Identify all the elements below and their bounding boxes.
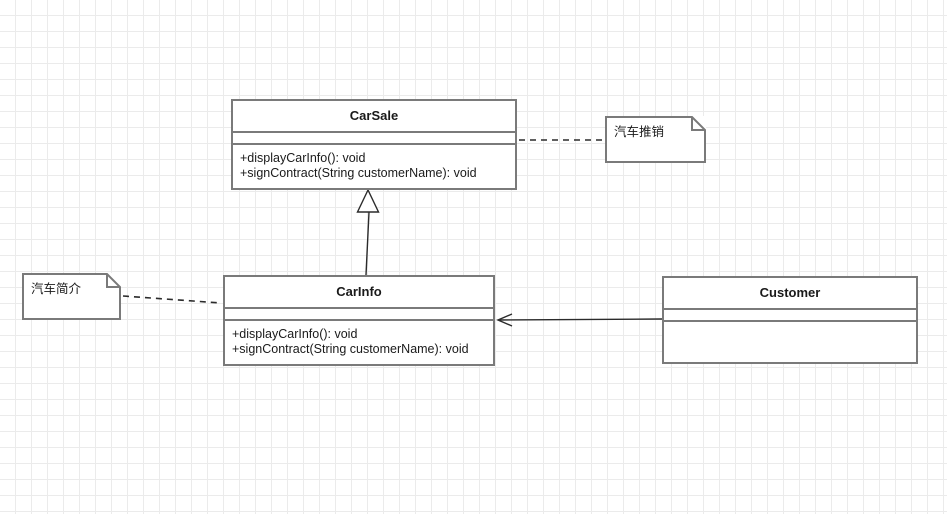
class-name-carsale: CarSale xyxy=(233,101,515,133)
note-text: 汽车简介 xyxy=(31,282,82,296)
uml-class-customer[interactable]: Customer xyxy=(662,276,918,364)
class-operations-customer xyxy=(664,322,916,362)
uml-note-carsale[interactable]: 汽车推销 xyxy=(605,116,706,163)
uml-class-carsale[interactable]: CarSale +displayCarInfo(): void +signCon… xyxy=(231,99,517,190)
operation-item: +displayCarInfo(): void xyxy=(240,151,366,165)
operation-item: +signContract(String customerName): void xyxy=(240,166,477,180)
class-operations-carsale: +displayCarInfo(): void +signContract(St… xyxy=(233,145,515,188)
class-attributes-carinfo xyxy=(225,309,493,321)
note-anchor-carinfo[interactable] xyxy=(122,295,222,304)
class-name-customer: Customer xyxy=(664,278,916,310)
note-text: 汽车推销 xyxy=(614,125,665,139)
association-customer-to-carinfo[interactable] xyxy=(496,313,663,327)
operation-item: +signContract(String customerName): void xyxy=(232,342,469,356)
note-shape-icon xyxy=(605,116,706,163)
class-attributes-carsale xyxy=(233,133,515,145)
class-operations-carinfo: +displayCarInfo(): void +signContract(St… xyxy=(225,321,493,364)
operation-item: +displayCarInfo(): void xyxy=(232,327,358,341)
class-attributes-customer xyxy=(664,310,916,322)
uml-note-carinfo[interactable]: 汽车简介 xyxy=(22,273,121,320)
class-name-carinfo: CarInfo xyxy=(225,277,493,309)
note-shape-icon xyxy=(22,273,121,320)
generalization-carinfo-to-carsale[interactable] xyxy=(356,188,380,276)
uml-class-carinfo[interactable]: CarInfo +displayCarInfo(): void +signCon… xyxy=(223,275,495,366)
